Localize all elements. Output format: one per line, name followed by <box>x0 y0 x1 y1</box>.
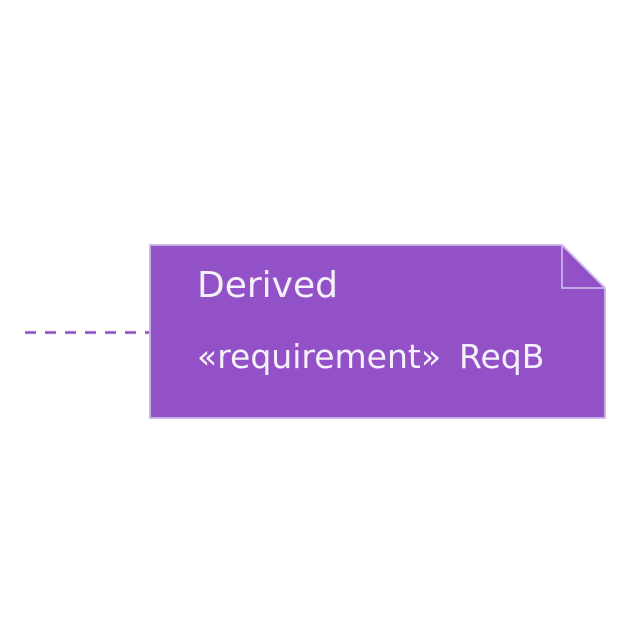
note-subtitle: «requirement» ReqB <box>197 337 545 376</box>
note-body <box>149 244 606 419</box>
requirement-note[interactable]: Derived «requirement» ReqB <box>149 244 606 419</box>
note-name: ReqB <box>459 337 545 376</box>
note-shape <box>149 244 606 419</box>
derive-connector-line[interactable] <box>25 330 151 335</box>
note-fold-corner-icon <box>561 245 605 289</box>
note-stereotype: «requirement» <box>197 337 442 376</box>
note-title: Derived <box>197 265 338 306</box>
